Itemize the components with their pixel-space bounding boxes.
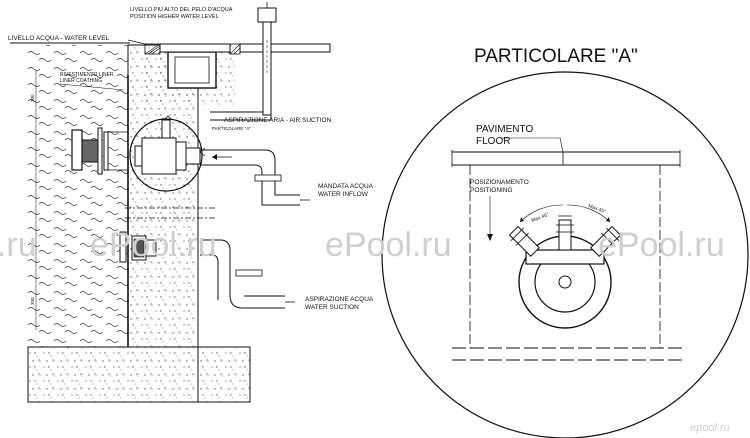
detail-view xyxy=(381,71,749,438)
water-level-label: LIVELLO ACQUA - WATER LEVEL xyxy=(8,35,110,42)
section-view xyxy=(10,2,331,403)
watermark: ePool.ru xyxy=(598,226,725,264)
positioning-label-it: POSIZIONAMENTO xyxy=(470,179,529,186)
concrete-slab xyxy=(27,346,251,403)
max-angle-left: Max 45° xyxy=(531,212,550,224)
suction-nozzle-lower xyxy=(119,231,157,263)
logo-text: epool.ru xyxy=(690,422,730,434)
liner-label-it: RIVESTIMENTO LINER xyxy=(60,72,114,78)
logo-badge xyxy=(686,420,746,434)
floor-label-it: PAVIMENTO xyxy=(476,124,533,135)
skimmer-box xyxy=(167,51,217,89)
suction-label-it: ASPIRAZIONE ACQUA xyxy=(305,296,374,303)
dimension-top: 300 xyxy=(30,94,35,102)
pool-water xyxy=(28,45,128,347)
dimension-bottom: 300 xyxy=(30,297,35,305)
detail-marker-circle xyxy=(129,118,203,192)
air-suction-label: ASPIRAZIONE ARIA - AIR SUCTION xyxy=(224,117,332,124)
detail-ref-label: PARTICOLARE "A" xyxy=(212,126,251,131)
liner-label-en: LINER COATHING xyxy=(60,78,102,84)
watermark: ePool.ru xyxy=(0,226,37,264)
suction-label-en: WATER SUCTION xyxy=(305,304,359,311)
pump-body-section xyxy=(134,115,201,175)
floor-label-en: FLOOR xyxy=(476,136,510,147)
max-angle-right: Max 45° xyxy=(587,203,606,215)
detail-circle xyxy=(381,71,749,438)
higher-water-level-label-en: POSITION HIGHER WATER LEVEL xyxy=(130,14,219,20)
inflow-label-it: MANDATA ACQUA xyxy=(318,183,374,190)
jet-nozzle-upper xyxy=(71,127,128,175)
suction-pipe xyxy=(200,239,295,309)
inflow-label-en: WATER INFLOW xyxy=(318,191,369,198)
positioning-label-en: POSITIONING xyxy=(470,187,513,194)
detail-title: PARTICOLARE "A" xyxy=(474,46,638,67)
watermark: ePool.ru xyxy=(90,226,217,264)
inflow-pipe xyxy=(199,147,310,206)
pump-detail xyxy=(508,204,622,329)
higher-water-level-label-it: LIVELLO PIU ALTO DEL PELO D'ACQUA xyxy=(130,7,233,13)
watermark: ePool.ru xyxy=(325,226,452,264)
